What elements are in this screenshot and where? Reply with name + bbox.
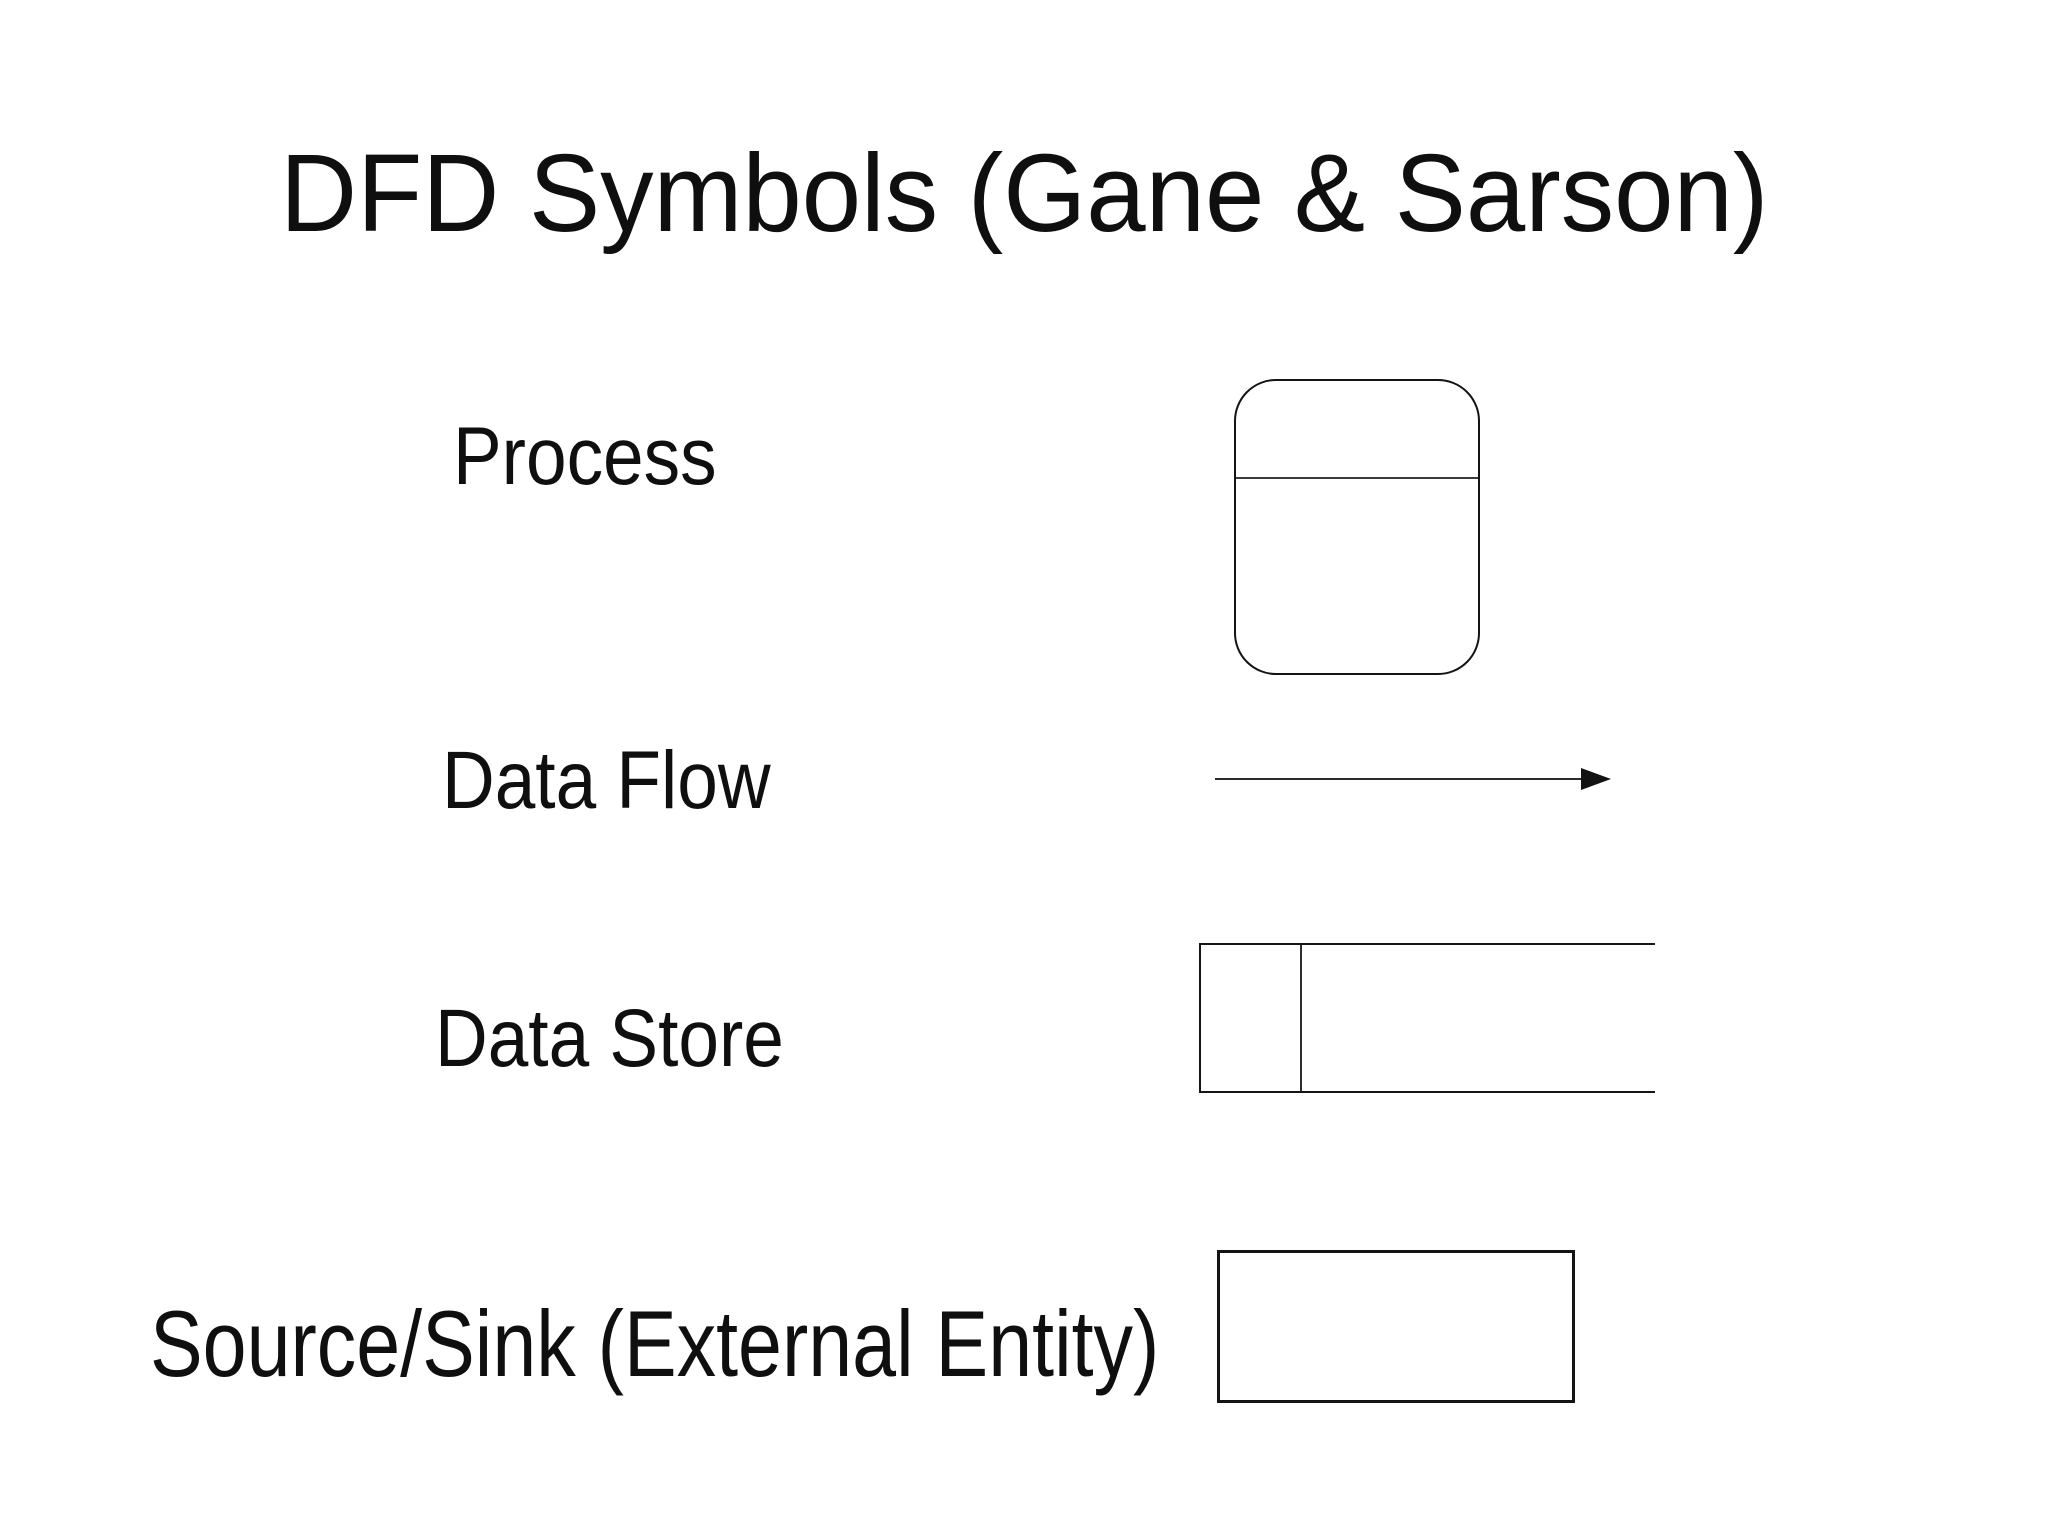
source-sink-label: Source/Sink (External Entity) — [150, 1291, 1160, 1396]
data-flow-arrowhead-icon — [1581, 768, 1611, 790]
data-store-divider-line — [1300, 945, 1302, 1091]
data-flow-label: Data Flow — [442, 735, 771, 826]
page-title-text: DFD Symbols (Gane & Sarson) — [279, 132, 1769, 255]
source-sink-symbol-icon — [1217, 1250, 1575, 1403]
data-store-label: Data Store — [435, 993, 784, 1084]
process-divider-line — [1236, 477, 1478, 479]
process-symbol-icon — [1234, 379, 1480, 675]
page-title: DFD Symbols (Gane & Sarson) — [0, 128, 2048, 260]
process-label: Process — [453, 411, 717, 502]
data-store-symbol-icon — [1199, 943, 1655, 1093]
data-flow-arrow-line — [1215, 778, 1585, 780]
